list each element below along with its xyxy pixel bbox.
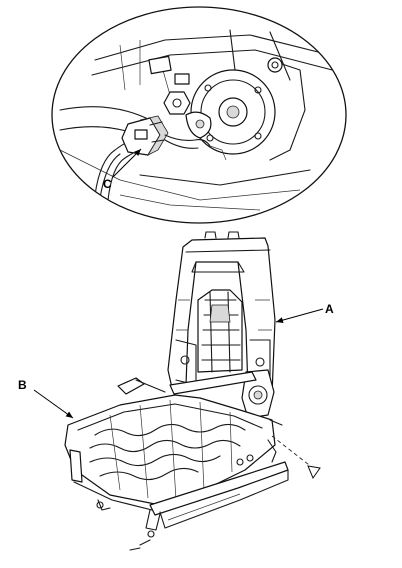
callout-a-label: A — [325, 302, 334, 316]
seat-assembly: A B — [18, 231, 334, 551]
rear-bolt-locator — [271, 435, 321, 480]
callout-b-label: B — [18, 378, 27, 392]
detail-view: C — [51, 6, 347, 224]
callout-c-label: C — [103, 177, 112, 191]
seat-cushion-frame — [64, 371, 289, 551]
seat-back-frame — [167, 231, 276, 443]
